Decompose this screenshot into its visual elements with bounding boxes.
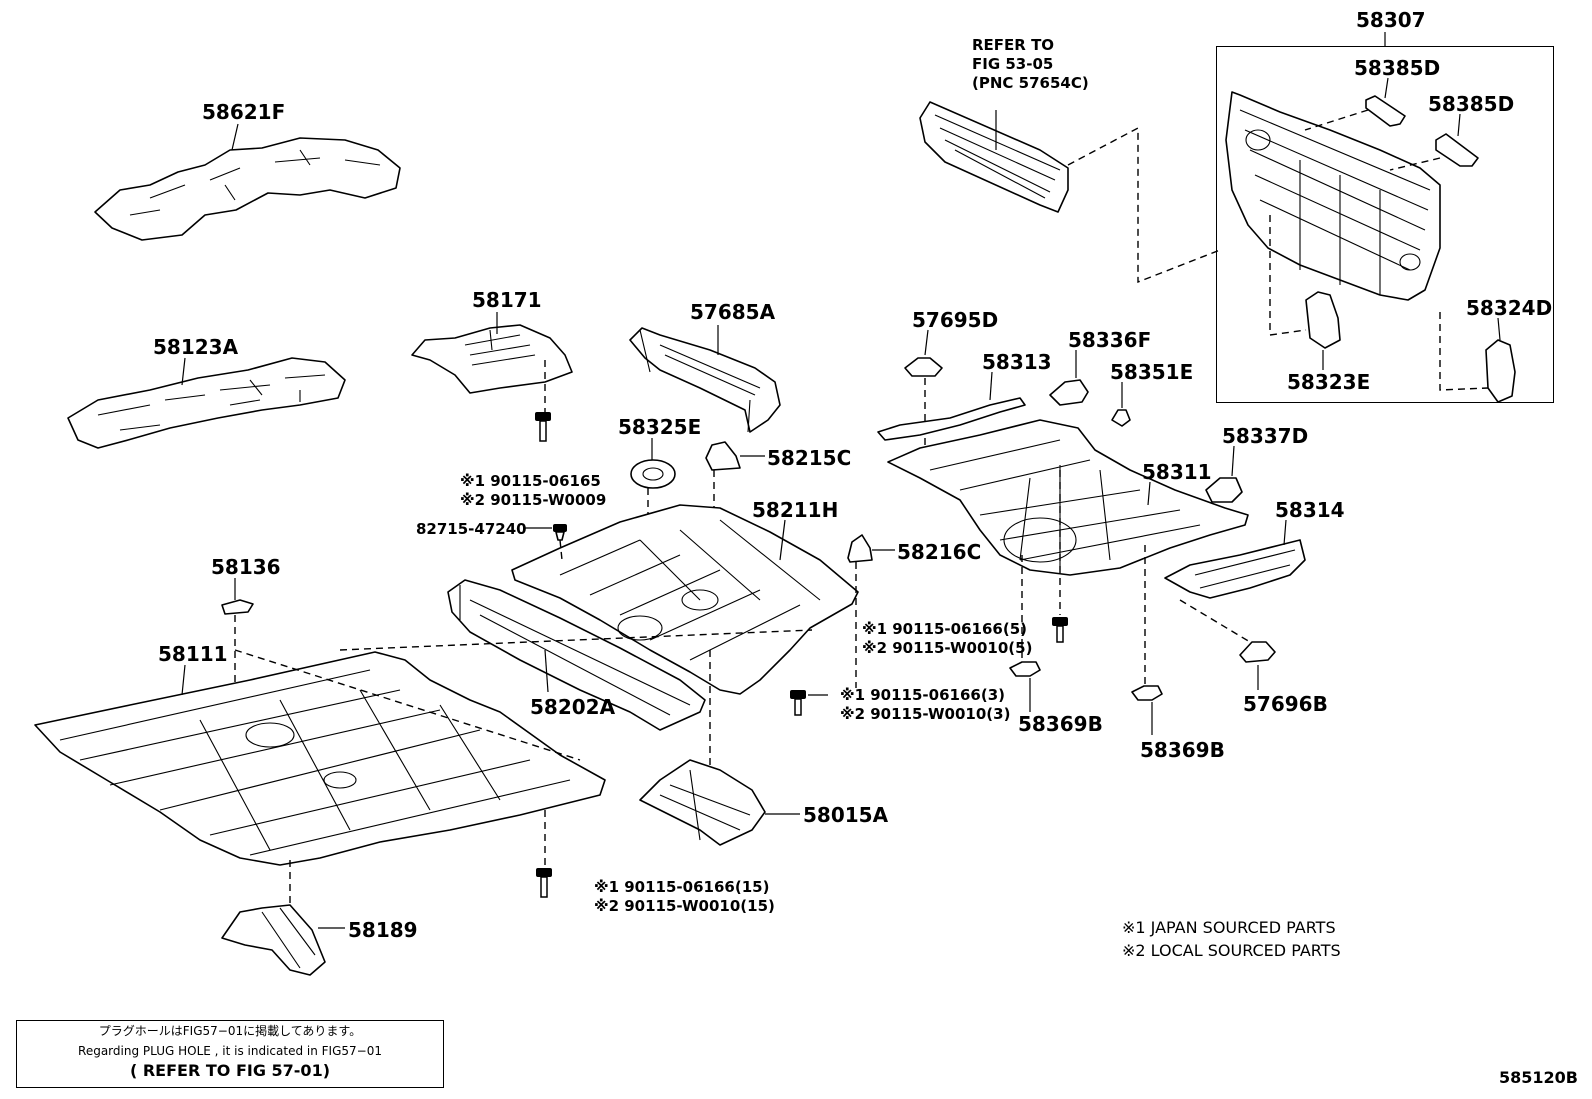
panel-57654C-illustration <box>919 101 1069 213</box>
bolt-group-3-line2: ※2 90115-W0010(3) <box>840 705 1011 723</box>
part-57695D-illustration <box>904 357 943 377</box>
part-58323E-illustration <box>1305 291 1341 349</box>
bolt-group-2-line1: ※1 90115-06166(5) <box>862 620 1027 638</box>
part-58325E-illustration <box>630 459 676 489</box>
bolt-group-4-line1: ※1 90115-06166(15) <box>594 878 770 896</box>
label-82715-47240[interactable]: 82715-47240 <box>416 520 527 538</box>
figure-id: 585120B <box>1499 1068 1578 1087</box>
part-58189-illustration <box>221 904 326 976</box>
label-58336F[interactable]: 58336F <box>1068 328 1152 352</box>
label-57695D[interactable]: 57695D <box>912 308 999 332</box>
bolt-group-1-line2: ※2 90115-W0009 <box>460 491 607 509</box>
label-58136[interactable]: 58136 <box>211 555 281 579</box>
part-58216C-illustration <box>847 534 873 563</box>
label-58385D-b[interactable]: 58385D <box>1428 92 1515 116</box>
label-58324D[interactable]: 58324D <box>1466 296 1553 320</box>
part-58111-illustration <box>34 651 606 866</box>
label-57696B[interactable]: 57696B <box>1243 692 1328 716</box>
refer-note-line2: FIG 53-05 <box>972 55 1054 73</box>
part-58324D-illustration <box>1485 339 1516 403</box>
label-58015A[interactable]: 58015A <box>803 803 889 827</box>
refer-note-line3[interactable]: (PNC 57654C) <box>972 74 1089 92</box>
part-58313-illustration <box>877 397 1026 441</box>
legend-local-sourced: ※2 LOCAL SOURCED PARTS <box>1122 941 1341 960</box>
inset-58307-frame <box>1216 46 1554 403</box>
part-58385D-a-illustration <box>1365 95 1406 127</box>
part-58369B-a-illustration <box>1009 661 1041 677</box>
part-57696B-illustration <box>1239 641 1276 663</box>
label-58311[interactable]: 58311 <box>1142 460 1212 484</box>
bolt-group-4-line2: ※2 90115-W0010(15) <box>594 897 775 915</box>
part-58307-illustration <box>1225 91 1441 301</box>
label-58307[interactable]: 58307 <box>1356 8 1426 32</box>
bolt-90115-06165-icon <box>535 412 551 442</box>
label-58313[interactable]: 58313 <box>982 350 1052 374</box>
part-58311-illustration <box>887 419 1249 576</box>
label-58111[interactable]: 58111 <box>158 642 228 666</box>
legend-japan-sourced: ※1 JAPAN SOURCED PARTS <box>1122 918 1336 937</box>
bolt-90115-06166-3-icon <box>790 690 806 716</box>
part-58211H-illustration <box>511 504 859 695</box>
plug-hole-note-ref[interactable]: ( REFER TO FIG 57-01) <box>129 1061 331 1080</box>
bolt-group-3-line1: ※1 90115-06166(3) <box>840 686 1005 704</box>
label-58325E[interactable]: 58325E <box>618 415 702 439</box>
label-58351E[interactable]: 58351E <box>1110 360 1194 384</box>
label-58385D-a[interactable]: 58385D <box>1354 56 1441 80</box>
bolt-group-1-line1: ※1 90115-06165 <box>460 472 601 490</box>
part-58171-illustration <box>411 324 573 394</box>
label-58171[interactable]: 58171 <box>472 288 542 312</box>
part-58336F-illustration <box>1049 379 1089 406</box>
part-57685A-illustration <box>629 327 781 433</box>
label-58216C[interactable]: 58216C <box>897 540 982 564</box>
bolt-90115-06166-15-icon <box>536 868 552 898</box>
bolt-group-3[interactable]: ※1 90115-06166(3) ※2 90115-W0010(3) <box>840 686 1010 724</box>
label-58337D[interactable]: 58337D <box>1222 424 1309 448</box>
part-58351E-illustration <box>1111 409 1131 427</box>
label-58369B-b[interactable]: 58369B <box>1140 738 1225 762</box>
label-58323E[interactable]: 58323E <box>1287 370 1371 394</box>
part-58314-illustration <box>1164 539 1306 599</box>
label-58314[interactable]: 58314 <box>1275 498 1345 522</box>
label-58621F[interactable]: 58621F <box>202 100 286 124</box>
clip-82715-47240-icon <box>553 524 567 541</box>
part-58215C-illustration <box>705 441 741 471</box>
refer-note-line1: REFER TO <box>972 36 1055 54</box>
part-58385D-b-illustration <box>1435 133 1479 167</box>
part-58015A-illustration <box>639 759 766 846</box>
part-58136-illustration <box>221 599 254 615</box>
label-58123A[interactable]: 58123A <box>153 335 239 359</box>
label-58369B-a[interactable]: 58369B <box>1018 712 1103 736</box>
label-58211H[interactable]: 58211H <box>752 498 839 522</box>
label-58215C[interactable]: 58215C <box>767 446 852 470</box>
label-58202A[interactable]: 58202A <box>530 695 616 719</box>
bolt-group-2-line2: ※2 90115-W0010(5) <box>862 639 1033 657</box>
part-58337D-illustration <box>1205 477 1243 503</box>
bolt-group-2[interactable]: ※1 90115-06166(5) ※2 90115-W0010(5) <box>862 620 1032 658</box>
part-58123A-illustration <box>67 357 346 449</box>
plug-hole-note-jp: プラグホールはFIG57−01に掲載してあります。 <box>98 1024 362 1038</box>
part-58369B-b-illustration <box>1131 685 1163 701</box>
bolt-group-1[interactable]: ※1 90115-06165 ※2 90115-W0009 <box>460 472 606 510</box>
bolt-90115-06166-5-icon <box>1052 617 1068 643</box>
part-58621F-illustration <box>94 137 401 241</box>
label-57685A[interactable]: 57685A <box>690 300 776 324</box>
plug-hole-note-en: Regarding PLUG HOLE , it is indicated in… <box>78 1044 382 1058</box>
part-58202A-illustration <box>447 579 706 731</box>
refer-note: REFER TO FIG 53-05 (PNC 57654C) <box>972 36 1089 93</box>
plug-hole-note: プラグホールはFIG57−01に掲載してあります。 Regarding PLUG… <box>16 1020 444 1088</box>
bolt-group-4[interactable]: ※1 90115-06166(15) ※2 90115-W0010(15) <box>594 878 775 916</box>
label-58189[interactable]: 58189 <box>348 918 418 942</box>
